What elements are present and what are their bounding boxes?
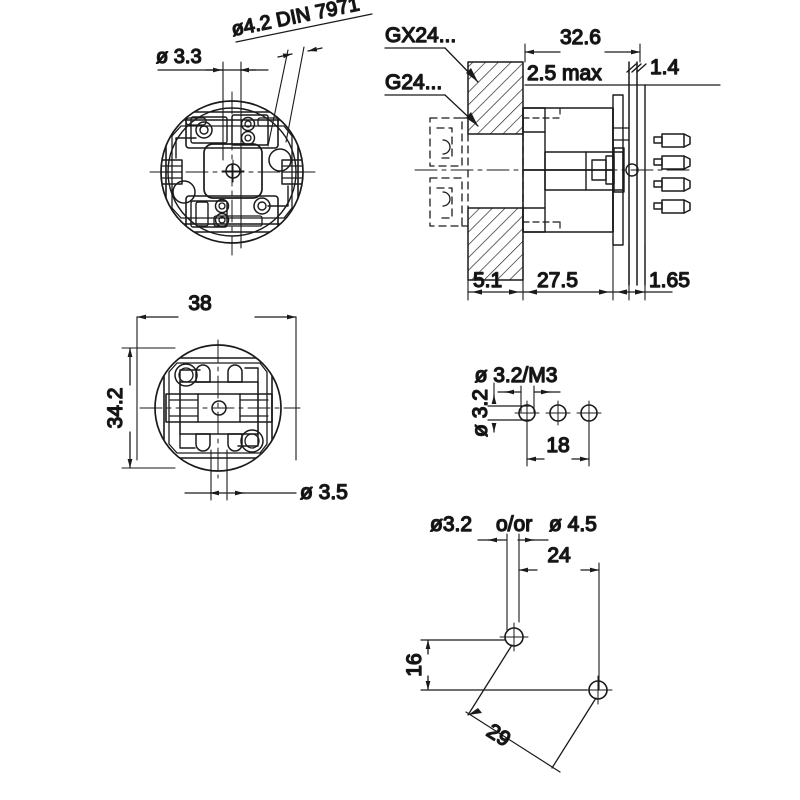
dim-label-32-6: 32.6	[560, 26, 601, 49]
mounting-panel-upper	[467, 61, 524, 135]
offset-holes	[499, 622, 613, 705]
dim-18	[526, 420, 590, 467]
dim-label-27-5: 27.5	[537, 269, 578, 292]
socket-body-section	[522, 61, 646, 286]
dim-label-o-or: o/or	[496, 513, 532, 536]
view-section: GX24... G24... 32.6 2.5 max 1.4	[384, 23, 721, 301]
mounting-panel-lower	[467, 207, 524, 281]
dim-label-dia-4-5: ø 4.5	[549, 513, 597, 536]
hole-pattern-holes	[514, 400, 602, 426]
dim-16	[420, 639, 588, 691]
dim-label-3-2-vertical: ø 3.2	[469, 389, 492, 437]
view-offset-pattern: ø3.2 o/or ø 4.5 24 16	[402, 512, 613, 773]
dim-label-3-5: ø 3.5	[300, 481, 348, 504]
mounting-hole	[583, 675, 613, 705]
wire-terminal	[653, 177, 691, 192]
dim-label-3-3: ø 3.3	[156, 46, 202, 68]
rear-outer-circle	[154, 344, 282, 472]
dim-32-6	[524, 43, 641, 63]
dim-label-1-65: 1.65	[649, 269, 690, 292]
dim-chain-bottom	[467, 235, 673, 301]
label-g24: G24...	[385, 71, 442, 94]
lamp-base-phantom	[429, 117, 469, 227]
panel-dashed-edges	[467, 133, 524, 209]
dim-label-38: 38	[188, 292, 211, 315]
mounting-hole	[499, 622, 529, 652]
dim-label-29: 29	[482, 720, 514, 752]
dim-4-2-din	[235, 13, 373, 147]
wire-terminal	[653, 133, 691, 148]
dim-34-2	[121, 347, 176, 469]
view-rear-face: 38 34.2 ø 3.5	[103, 291, 348, 504]
wire-terminals	[653, 133, 691, 214]
dim-38	[136, 314, 297, 461]
wire-terminal	[653, 199, 691, 214]
view-front-face: ø 3.3 ø4.2 DIN 7971	[149, 0, 373, 256]
mounting-hole	[545, 400, 571, 426]
view-hole-pattern: ø 3.2/M3 ø 3.2	[468, 363, 602, 467]
dim-3-2-vertical	[487, 382, 531, 433]
dim-hole-size-top	[477, 533, 549, 631]
dim-label-34-2: 34.2	[104, 388, 127, 429]
dim-3-3	[157, 61, 269, 249]
dim-24	[518, 562, 600, 691]
dim-label-16: 16	[403, 653, 426, 676]
dim-29	[465, 644, 597, 773]
wire-terminal	[653, 155, 691, 170]
leader-g24	[384, 94, 479, 127]
dim-label-5-1: 5.1	[473, 269, 502, 292]
label-gx24: GX24...	[385, 24, 456, 47]
dim-label-18: 18	[546, 434, 569, 457]
dim-label-2-5-max: 2.5 max	[527, 62, 602, 85]
dim-label-24: 24	[547, 544, 571, 567]
front-internal-features	[161, 111, 303, 233]
dim-label-3-2-m3: ø 3.2/M3	[475, 364, 558, 387]
lamp-base-pins	[442, 139, 451, 207]
dim-label-1-4: 1.4	[650, 56, 680, 79]
dim-label-dia-3-2: ø3.2	[430, 513, 472, 536]
